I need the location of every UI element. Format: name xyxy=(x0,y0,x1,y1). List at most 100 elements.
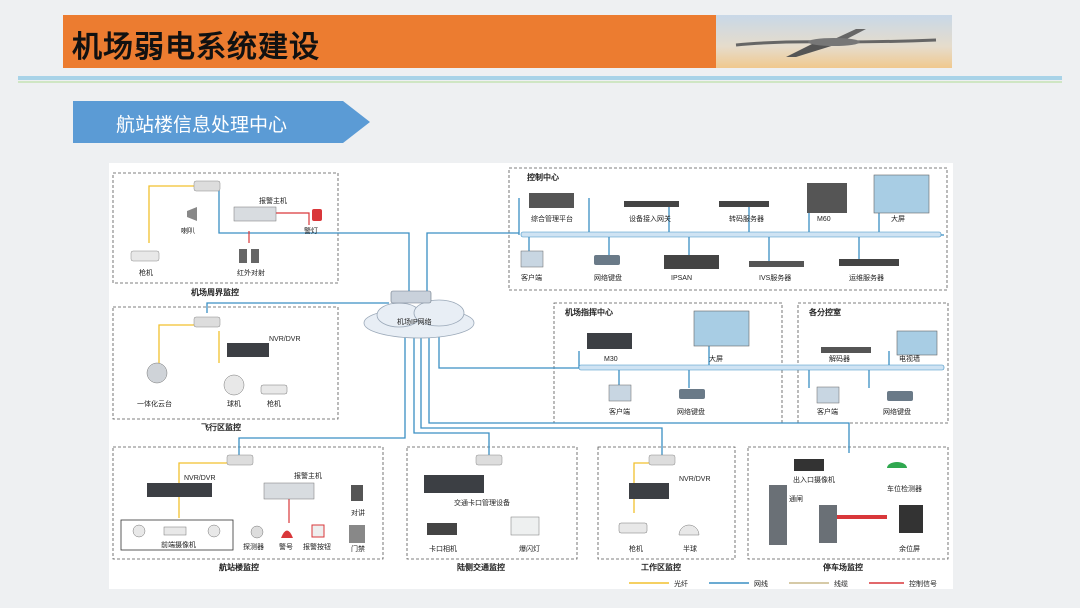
command-center-title: 机场指挥中心 xyxy=(565,307,613,317)
control-screen-label: 大屏 xyxy=(891,214,905,223)
speaker-icon xyxy=(187,207,197,221)
branch-client-label: 客户端 xyxy=(817,407,838,416)
core-switch-icon xyxy=(390,290,432,304)
perimeter-camera-label: 枪机 xyxy=(139,268,153,277)
legend-cable-label: 线缆 xyxy=(834,579,848,588)
client-pc-icon xyxy=(608,384,632,402)
keyboard-label: 网络键盘 xyxy=(594,273,622,282)
zone-landside xyxy=(406,446,578,560)
entry-camera-icon xyxy=(794,459,824,471)
m60-icon xyxy=(807,183,847,213)
alarm-host-icon xyxy=(263,482,315,500)
siren-label: 警号 xyxy=(279,542,293,551)
transcode-label: 转码服务器 xyxy=(729,214,764,223)
airfield-title: 飞行区监控 xyxy=(201,422,241,432)
front-cameras-group xyxy=(120,519,234,551)
speaker-label: 喇叭 xyxy=(181,226,195,235)
space-screen-label: 余位屏 xyxy=(899,544,920,553)
switch-icon xyxy=(193,180,221,192)
bullet-camera-icon xyxy=(130,250,160,262)
barrier-gate-icon xyxy=(819,505,837,543)
half-dome-label: 半球 xyxy=(683,544,697,553)
page-title: 机场弱电系统建设 xyxy=(72,31,320,64)
keyboard-icon xyxy=(594,255,620,265)
legend-network-label: 网线 xyxy=(754,579,768,588)
work-nvr-label: NVR/DVR xyxy=(679,476,711,483)
command-client-label: 客户端 xyxy=(609,407,630,416)
video-wall-icon xyxy=(873,174,930,214)
switch-icon xyxy=(648,454,676,466)
ipsan-label: IPSAN xyxy=(671,275,692,282)
work-area-title: 工作区监控 xyxy=(641,562,681,572)
space-detector-icon xyxy=(887,462,907,468)
zone-branch xyxy=(797,302,949,424)
ticket-machine-icon xyxy=(769,485,787,545)
bullet-camera-icon xyxy=(260,384,288,395)
traffic-mgmt-icon xyxy=(424,475,484,493)
door-access-icon xyxy=(349,525,365,543)
strobe-light-icon xyxy=(510,516,540,536)
checkpoint-cam-label: 卡口相机 xyxy=(429,544,457,553)
divider-blue xyxy=(18,76,1062,80)
terminal-title: 航站楼监控 xyxy=(219,562,259,572)
landside-title: 陆侧交通监控 xyxy=(457,562,505,572)
video-wall-icon xyxy=(693,310,750,347)
command-keyboard-label: 网络键盘 xyxy=(677,407,705,416)
zone-work-area xyxy=(597,446,736,560)
channel-label: 通闸 xyxy=(789,494,803,503)
half-dome-icon xyxy=(678,524,700,536)
strobe-label: 爆闪灯 xyxy=(519,544,540,553)
airfield-camera-label: 枪机 xyxy=(267,399,281,408)
work-camera-label: 枪机 xyxy=(629,544,643,553)
gateway-label: 设备接入网关 xyxy=(629,214,671,223)
decoder-label: 解码器 xyxy=(829,354,850,363)
client-pc-icon xyxy=(520,250,544,268)
transcode-server-icon xyxy=(719,201,769,207)
control-center-title: 控制中心 xyxy=(527,172,559,182)
keyboard-icon xyxy=(679,389,705,399)
section-banner xyxy=(73,101,370,143)
client-pc-icon xyxy=(816,386,840,404)
ops-label: 运维服务器 xyxy=(849,273,884,282)
command-screen-label: 大屏 xyxy=(709,354,723,363)
entry-cam-label: 出入口摄像机 xyxy=(793,475,835,484)
intercom-label: 对讲 xyxy=(351,508,365,517)
ir-beam-label: 红外对射 xyxy=(237,268,265,277)
tv-wall-icon xyxy=(896,330,938,356)
ir-beam-icon xyxy=(239,249,247,263)
ivs-label: IVS服务器 xyxy=(759,273,791,282)
terminal-alarm-host-label: 报警主机 xyxy=(294,471,322,480)
alarm-button-icon xyxy=(311,524,325,538)
m30-icon xyxy=(587,333,632,349)
bullet-camera-icon xyxy=(618,522,648,534)
divider-green xyxy=(18,81,1062,83)
perimeter-title: 机场周界监控 xyxy=(191,287,239,297)
alarm-host-label: 报警主机 xyxy=(259,196,287,205)
cloud-label: 机场IP网络 xyxy=(397,317,432,326)
decoder-icon xyxy=(821,347,871,353)
branch-title: 各分控室 xyxy=(808,307,841,317)
switch-icon xyxy=(475,454,503,466)
detector-icon xyxy=(250,525,264,539)
branch-keyboard-label: 网络键盘 xyxy=(883,407,911,416)
switch-icon xyxy=(226,454,254,466)
legend-fiber-label: 光纤 xyxy=(674,579,688,588)
ipsan-icon xyxy=(664,255,719,269)
front-cams-label: 前端摄像机 xyxy=(161,540,196,549)
siren-icon xyxy=(281,530,293,538)
ivs-server-icon xyxy=(749,261,804,267)
zone-perimeter xyxy=(112,172,339,284)
ptz-camera-icon xyxy=(146,362,168,384)
tv-wall-label: 电视墙 xyxy=(899,354,920,363)
zone-airfield xyxy=(112,306,339,420)
client-label: 客户端 xyxy=(521,273,542,282)
warning-light-label: 警灯 xyxy=(304,226,318,235)
zone-terminal xyxy=(112,446,384,560)
dome-camera-icon xyxy=(223,374,245,396)
ptz-label: 一体化云台 xyxy=(137,399,172,408)
door-label: 门禁 xyxy=(351,544,365,553)
nvr-icon xyxy=(147,483,212,497)
airfield-nvr-label: NVR/DVR xyxy=(269,336,301,343)
platform-label: 综合管理平台 xyxy=(531,214,573,223)
m60-label: M60 xyxy=(817,216,831,223)
